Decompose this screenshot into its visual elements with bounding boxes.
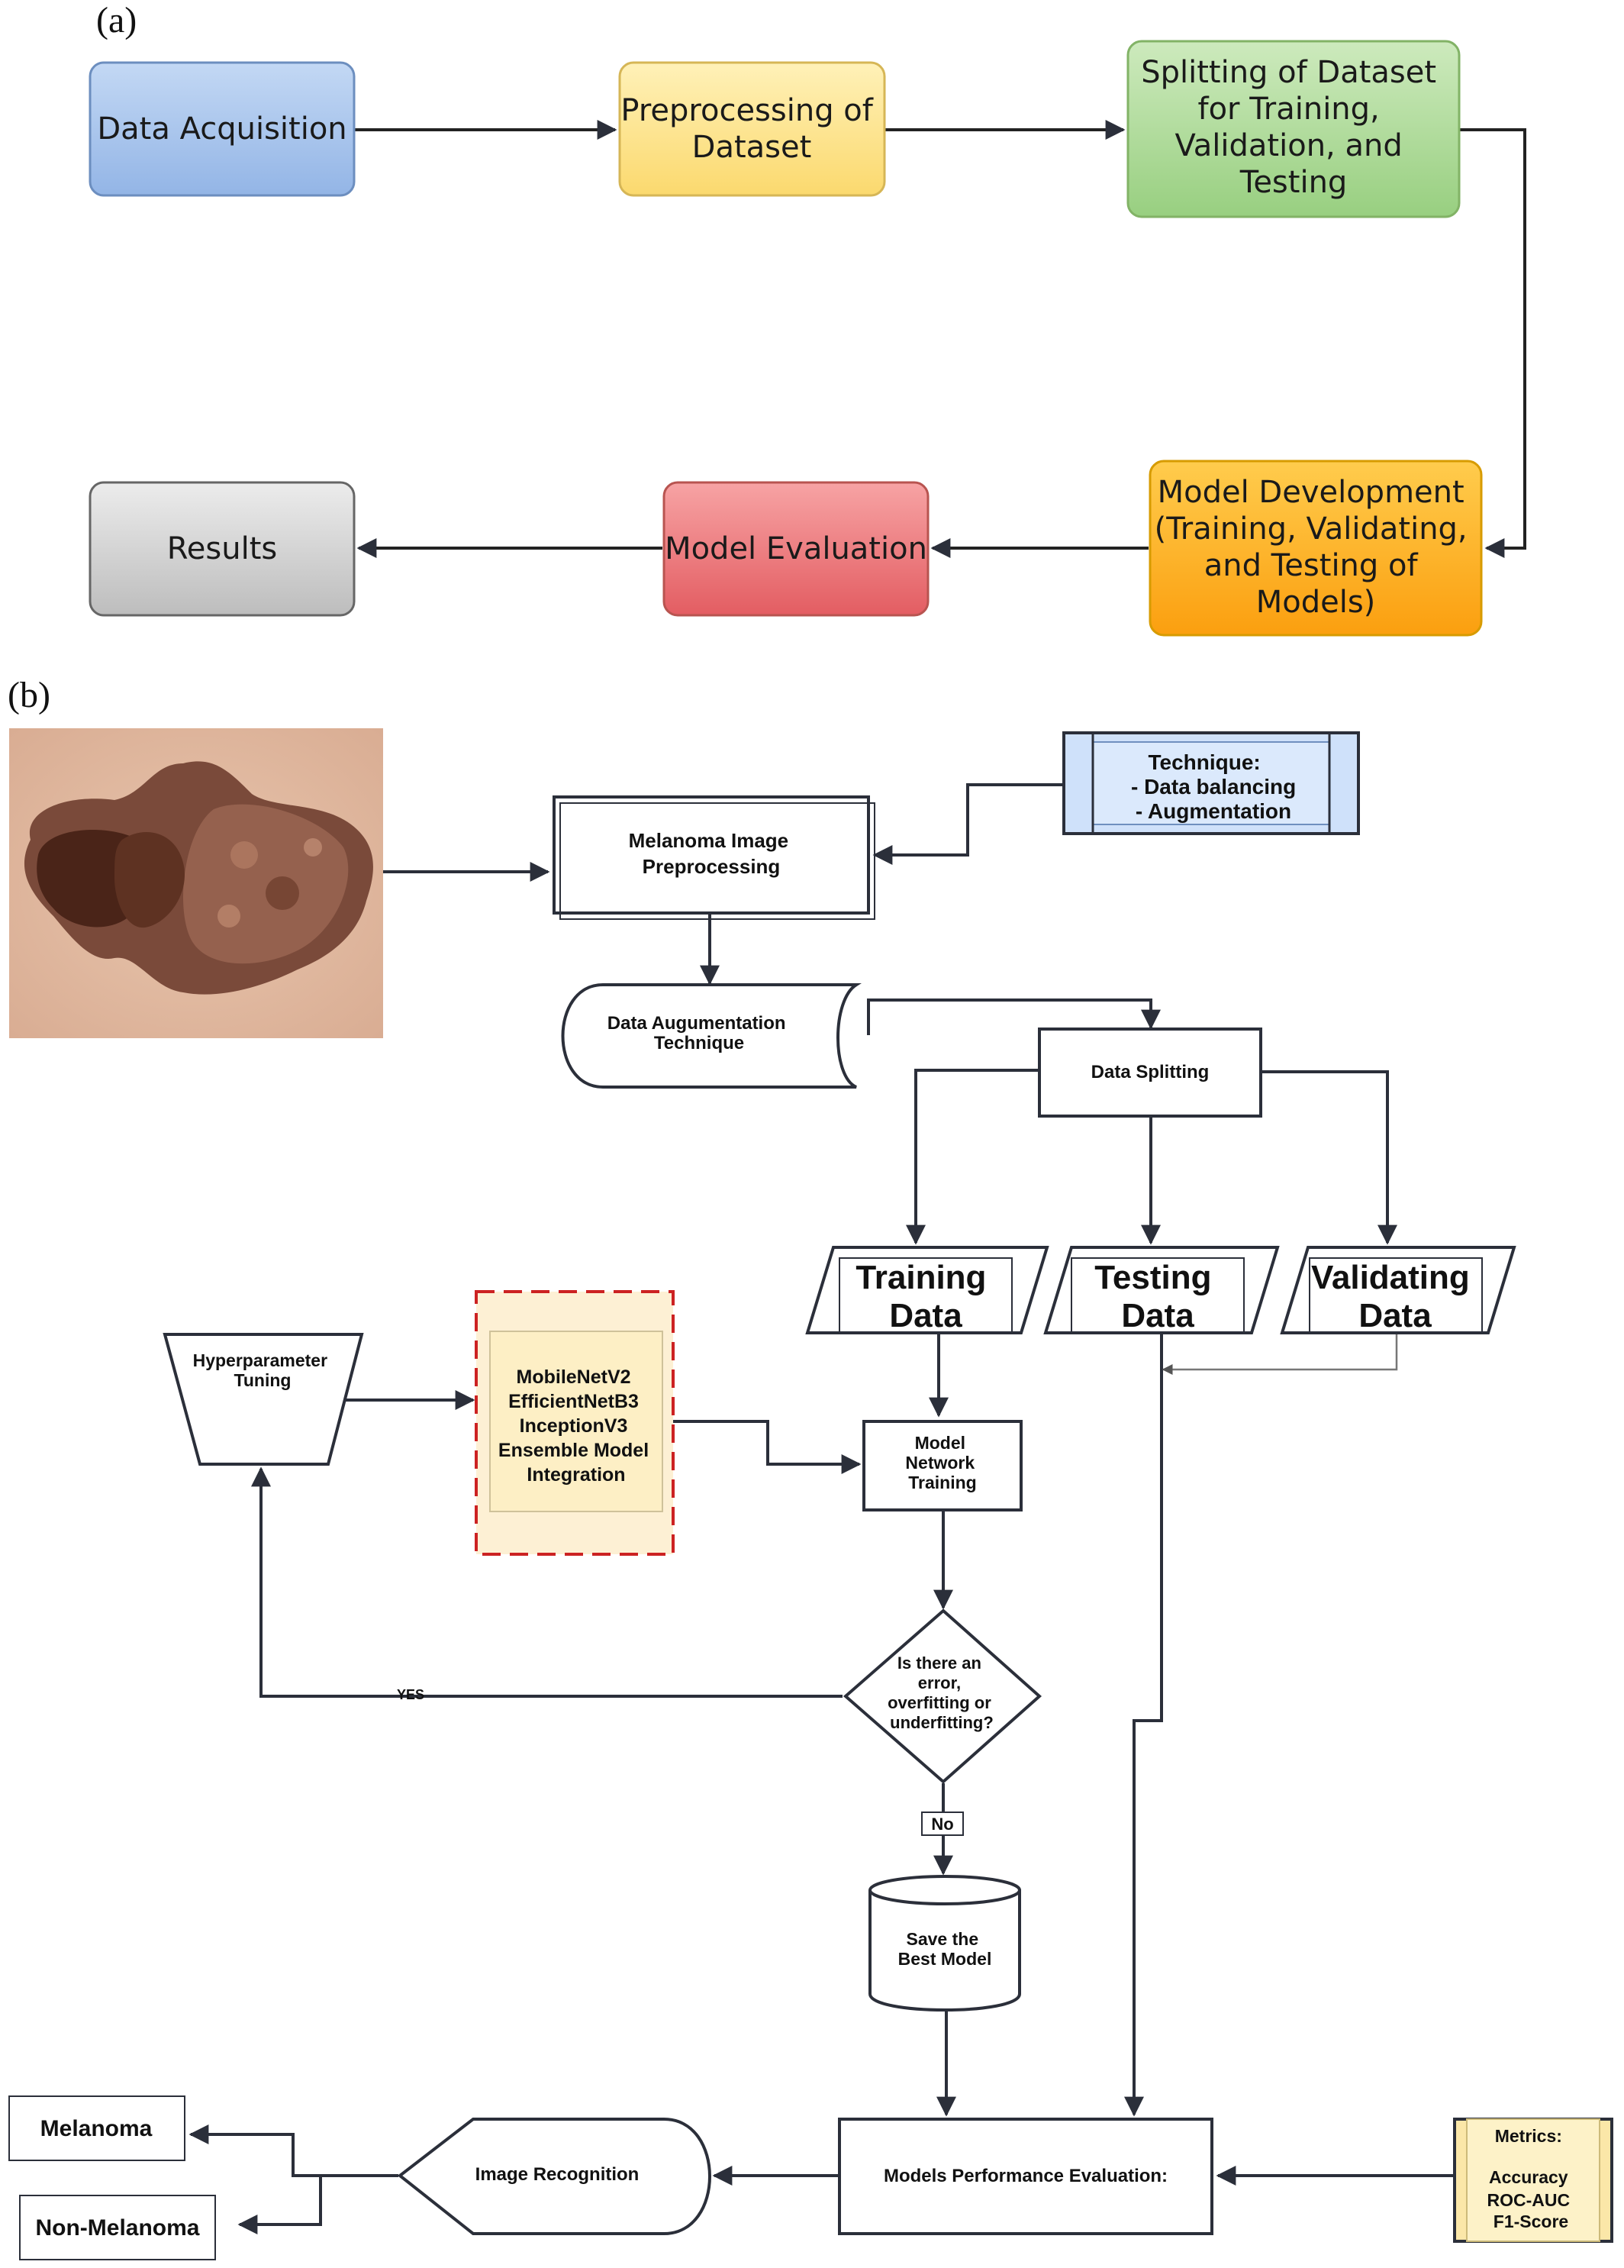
models-box: MobileNetV2 EfficientNetB3 InceptionV3 E… — [475, 1290, 675, 1556]
metrics-text: Metrics: Accuracy ROC-AUC F1-Score — [1487, 2126, 1575, 2231]
image-recognition-shape: Image Recognition — [397, 2118, 711, 2235]
image-preprocessing-box: Melanoma Image Preprocessing — [553, 795, 875, 920]
model-evaluation-step: Model Evaluation — [662, 481, 930, 617]
model-evaluation-label: Model Evaluation — [665, 531, 927, 566]
data-acquisition-step: Data Acquisition — [89, 61, 356, 197]
technique-text: Technique: - Data balancing - Augmentati… — [1131, 750, 1302, 823]
panel-a-label: (a) — [96, 0, 137, 40]
splitting-label: Splitting of Dataset for Training, Valid… — [1141, 55, 1446, 200]
save-best-model-cylinder: Save the Best Model — [868, 1875, 1021, 2012]
data-acquisition-label: Data Acquisition — [97, 111, 346, 147]
hyperparameter-tuning-shape: Hyperparameter Tuning — [163, 1333, 364, 1466]
panel-b-label: (b) — [8, 675, 50, 715]
validating-to-testing-connector — [1162, 1333, 1398, 1375]
melanoma-output-box: Melanoma — [8, 2095, 185, 2161]
model-development-step: Model Development (Training, Validating,… — [1149, 460, 1483, 637]
performance-evaluation-box: Models Performance Evaluation: — [838, 2118, 1213, 2235]
validating-data-shape: Validating Data — [1280, 1246, 1516, 1334]
results-step: Results — [89, 481, 356, 617]
hyperparameter-tuning-label: Hyperparameter Tuning — [193, 1350, 333, 1390]
data-augmentation-shape: Data Augumentation Technique — [561, 983, 862, 1089]
training-data-shape: Training Data — [805, 1246, 1049, 1334]
yes-label: YES — [397, 1687, 424, 1702]
no-label-box: No — [921, 1811, 964, 1836]
network-training-label: Model Network Training — [905, 1433, 979, 1492]
models-list: MobileNetV2 EfficientNetB3 InceptionV3 E… — [498, 1366, 654, 1486]
network-training-box: Model Network Training — [862, 1420, 1023, 1511]
panel-a-arrows — [355, 120, 1526, 558]
validating-data-label: Validating Data — [1311, 1259, 1479, 1334]
non-melanoma-output-label: Non-Melanoma — [35, 2215, 199, 2241]
image-preprocessing-label: Melanoma Image Preprocessing — [629, 829, 794, 878]
no-label: No — [931, 1815, 953, 1834]
metrics-box: Metrics: Accuracy ROC-AUC F1-Score — [1453, 2118, 1613, 2243]
error-decision-label: Is there an error, overfitting or underf… — [888, 1653, 996, 1732]
save-best-model-label: Save the Best Model — [898, 1929, 992, 1969]
technique-box: Technique: - Data balancing - Augmentati… — [1062, 731, 1360, 835]
data-splitting-box: Data Splitting — [1038, 1028, 1262, 1118]
non-melanoma-output-box: Non-Melanoma — [19, 2195, 216, 2260]
preprocessing-label: Preprocessing of Dataset — [620, 93, 882, 165]
preprocessing-step: Preprocessing of Dataset — [618, 61, 886, 197]
melanoma-output-label: Melanoma — [40, 2116, 153, 2141]
performance-evaluation-label: Models Performance Evaluation: — [884, 2166, 1168, 2186]
results-label: Results — [167, 531, 277, 566]
panel-b-connectors — [188, 783, 1453, 2234]
image-recognition-label: Image Recognition — [475, 2164, 640, 2185]
melanoma-lesion-image — [9, 728, 383, 1038]
splitting-step: Splitting of Dataset for Training, Valid… — [1126, 40, 1461, 218]
data-augmentation-label: Data Augumentation Technique — [607, 1013, 791, 1053]
training-data-label: Training Data — [856, 1259, 995, 1334]
testing-data-shape: Testing Data — [1043, 1246, 1280, 1334]
error-decision-diamond: Is there an error, overfitting or underf… — [843, 1608, 1042, 1784]
testing-data-label: Testing Data — [1094, 1259, 1220, 1334]
model-development-label: Model Development (Training, Validating,… — [1155, 475, 1477, 620]
data-splitting-label: Data Splitting — [1091, 1062, 1210, 1082]
